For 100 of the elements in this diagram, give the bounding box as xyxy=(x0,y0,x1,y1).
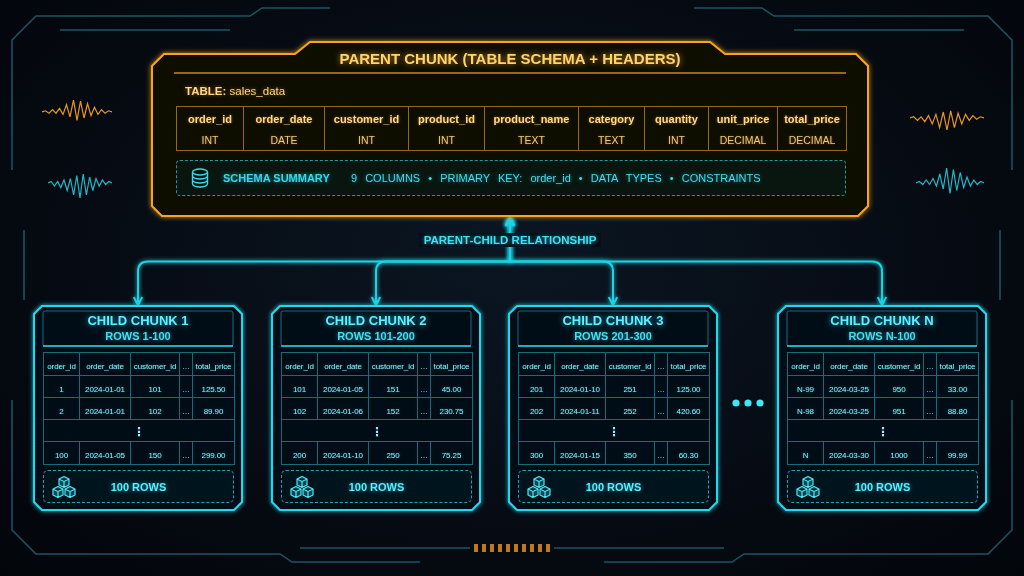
cell-value: … xyxy=(182,406,190,416)
vertical-ellipsis: ⋮ xyxy=(371,425,383,438)
cell-value: 75.25 xyxy=(441,451,462,460)
data-type: INT xyxy=(438,133,455,148)
data-type: INT xyxy=(358,133,375,148)
row-count-label: 100 ROWS xyxy=(348,480,405,493)
cell-value: 300 xyxy=(529,451,544,460)
cell-value: … xyxy=(926,384,934,394)
vertical-ellipsis: ⋮ xyxy=(133,425,145,438)
column-header: order_date xyxy=(86,362,124,371)
column-header: customer_id xyxy=(371,362,415,371)
cell-value: 2024-01-05 xyxy=(85,451,125,460)
schema-summary-panel xyxy=(176,160,846,196)
column-header: total_price xyxy=(195,362,232,371)
cell-value: 2024-01-10 xyxy=(560,384,600,394)
column-name: total_price xyxy=(784,111,840,126)
column-name: product_id xyxy=(418,111,475,126)
row-range-label: ROWS 1-100 xyxy=(105,330,171,343)
column-header: order_id xyxy=(285,362,314,371)
chunk-title: CHILD CHUNK N xyxy=(830,314,934,329)
cell-value: 102 xyxy=(292,406,307,416)
vertical-ellipsis: ⋮ xyxy=(877,425,889,438)
cell-value: N xyxy=(802,451,809,460)
cell-value: 2024-01-01 xyxy=(85,406,125,416)
data-type: INT xyxy=(668,133,685,148)
column-header: order_date xyxy=(830,362,868,371)
cell-value: 125.00 xyxy=(676,384,701,394)
column-name: product_name xyxy=(493,111,570,126)
column-name: order_id xyxy=(188,111,232,126)
row-range-label: ROWS 101-200 xyxy=(337,330,415,343)
column-name: customer_id xyxy=(333,111,400,126)
cell-value: 125.50 xyxy=(201,384,226,394)
cell-value: 100 xyxy=(54,451,69,460)
cell-value: 950 xyxy=(892,384,906,394)
cell-value: 60.30 xyxy=(678,451,699,460)
cell-value: N-99 xyxy=(797,384,814,394)
cell-value: 45.00 xyxy=(441,384,462,394)
table-name-label: TABLE: sales_data xyxy=(185,85,286,99)
column-header: customer_id xyxy=(877,362,921,371)
row-range-label: ROWS N-100 xyxy=(848,330,916,343)
vertical-ellipsis: ⋮ xyxy=(608,425,620,438)
child-chunk-card xyxy=(271,305,481,511)
row-count-panel xyxy=(43,470,234,503)
cell-value: 202 xyxy=(529,406,544,416)
child-chunk-card xyxy=(777,305,987,511)
cell-value: 2024-01-01 xyxy=(85,384,125,394)
chunk-title: CHILD CHUNK 2 xyxy=(325,314,427,329)
column-header: … xyxy=(657,362,665,371)
cell-value: 88.80 xyxy=(947,406,968,416)
column-header: … xyxy=(420,362,428,371)
cell-value: 2 xyxy=(59,406,64,416)
column-header: … xyxy=(182,362,190,371)
cell-value: 2024-03-25 xyxy=(829,384,869,394)
column-name: quantity xyxy=(655,111,698,126)
cell-value: 2024-01-11 xyxy=(560,406,600,416)
cell-value: 2024-01-15 xyxy=(560,451,600,460)
cell-value: 951 xyxy=(892,406,906,416)
cell-value: 299.00 xyxy=(201,451,226,460)
child-chunk-card xyxy=(33,305,243,511)
data-type: DECIMAL xyxy=(788,133,836,148)
cell-value: 200 xyxy=(292,451,307,460)
cell-value: 230.75 xyxy=(439,406,464,416)
data-type: DATE xyxy=(270,133,298,148)
column-name: unit_price xyxy=(716,111,770,126)
cell-value: 2024-01-10 xyxy=(323,451,363,460)
cell-value: 2024-03-30 xyxy=(829,451,869,460)
connector-arrow xyxy=(505,217,887,306)
chunk-title: CHILD CHUNK 3 xyxy=(562,314,664,329)
child-chunk-card xyxy=(508,305,718,511)
cell-value: N-98 xyxy=(797,406,814,416)
column-name: order_date xyxy=(255,111,313,126)
cell-value: … xyxy=(657,406,665,416)
row-count-label: 100 ROWS xyxy=(110,480,167,493)
summary-heading: SCHEMA SUMMARY xyxy=(223,171,330,185)
row-count-panel xyxy=(281,470,472,503)
cell-value: 1 xyxy=(59,384,64,394)
cell-value: 250 xyxy=(386,451,400,460)
cell-value: 2024-03-25 xyxy=(829,406,869,416)
data-type: INT xyxy=(201,133,219,148)
cell-value: 420.60 xyxy=(676,406,701,416)
row-count-label: 100 ROWS xyxy=(854,480,911,493)
parent-chunk-panel xyxy=(150,40,870,218)
column-header: total_price xyxy=(670,362,707,371)
cell-value: … xyxy=(420,451,428,460)
cell-value: 251 xyxy=(623,384,637,394)
cell-value: 102 xyxy=(148,406,162,416)
column-header: order_date xyxy=(561,362,599,371)
data-type: TEXT xyxy=(598,133,625,148)
summary-text: 9 COLUMNS • PRIMARY KEY: order_id • DATA TYPES • CONSTRAINTS xyxy=(351,171,761,185)
cell-value: 2024-01-05 xyxy=(323,384,363,394)
cell-value: 201 xyxy=(529,384,544,394)
cell-value: 2024-01-06 xyxy=(323,406,363,416)
cell-value: … xyxy=(926,406,934,416)
row-count-panel xyxy=(787,470,978,503)
column-header: order_date xyxy=(324,362,362,371)
cell-value: 101 xyxy=(292,384,307,394)
cell-value: 152 xyxy=(386,406,400,416)
cell-value: 1000 xyxy=(890,451,908,460)
cell-value: 150 xyxy=(148,451,162,460)
column-header: order_id xyxy=(791,362,820,371)
